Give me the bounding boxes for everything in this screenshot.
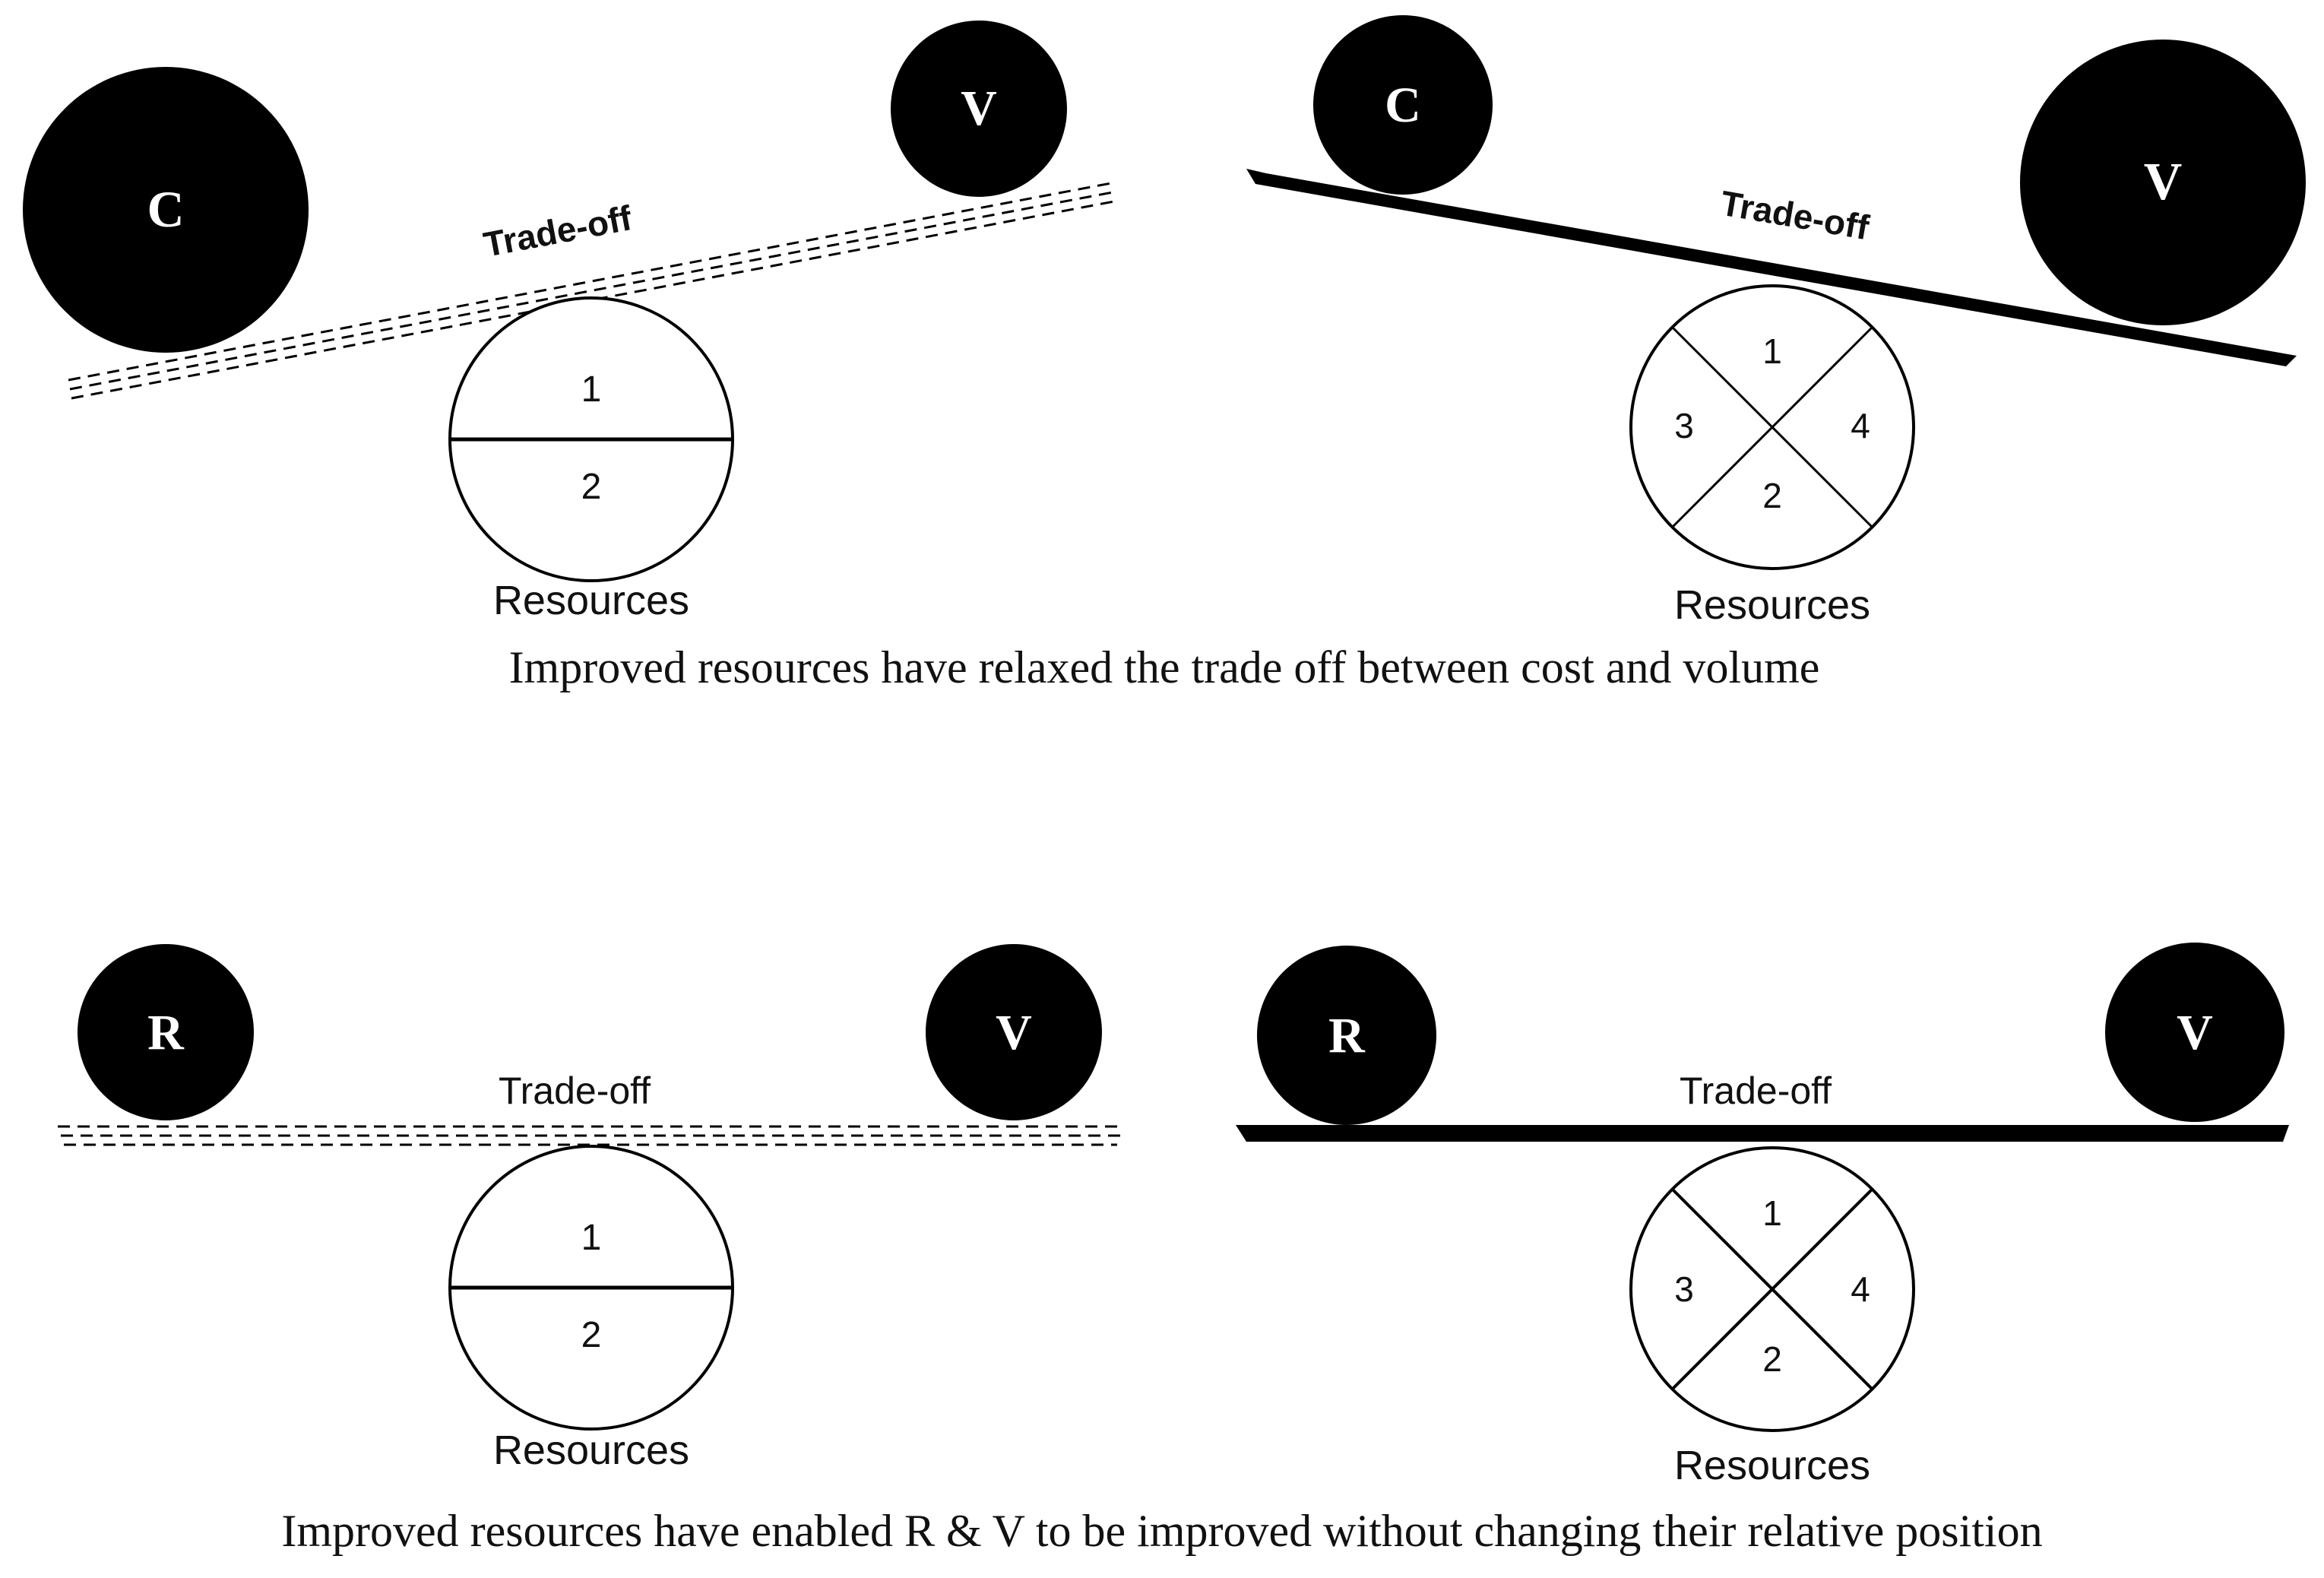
segment-1: 1 bbox=[1762, 331, 1782, 371]
ball-right-label: V bbox=[996, 1005, 1032, 1060]
ball-right-label: V bbox=[2177, 1005, 2213, 1060]
ball-right: V bbox=[891, 21, 1067, 197]
resources-label: Resources bbox=[493, 578, 689, 623]
ball-left: C bbox=[23, 67, 309, 353]
ball-left-label: C bbox=[1385, 78, 1421, 133]
panel-bottom-right: R V Trade-off 1 2 3 4 Resources bbox=[1236, 943, 2289, 1488]
ball-right: V bbox=[926, 944, 1102, 1120]
segment-2: 2 bbox=[581, 1315, 602, 1355]
ball-left: R bbox=[78, 944, 254, 1120]
ball-left: C bbox=[1313, 15, 1493, 195]
beam-solid bbox=[1236, 1125, 2289, 1142]
ball-right-label: V bbox=[961, 81, 997, 136]
segment-4: 4 bbox=[1851, 1269, 1870, 1309]
caption-top: Improved resources have relaxed the trad… bbox=[509, 642, 1820, 692]
segment-1: 1 bbox=[581, 1218, 602, 1258]
ball-right-label: V bbox=[2144, 153, 2183, 211]
resources-circle: 1 2 3 4 bbox=[1629, 284, 1915, 570]
ball-left-label: R bbox=[147, 1005, 185, 1060]
beam-label: Trade-off bbox=[499, 1069, 651, 1112]
segment-2: 2 bbox=[581, 467, 602, 507]
segment-1: 1 bbox=[581, 369, 602, 410]
ball-right: V bbox=[2020, 40, 2306, 325]
ball-left: R bbox=[1257, 946, 1436, 1125]
ball-left-label: C bbox=[147, 180, 184, 238]
resources-circle: 1 2 bbox=[448, 1145, 734, 1431]
ball-left-label: R bbox=[1328, 1008, 1366, 1063]
panel-top-right: C V Trade-off 1 2 3 4 Resources bbox=[1246, 15, 2306, 628]
segment-4: 4 bbox=[1851, 406, 1870, 445]
beam-solid bbox=[1246, 169, 2297, 366]
resources-label: Resources bbox=[1674, 1443, 1870, 1488]
resources-label: Resources bbox=[1674, 582, 1870, 628]
segment-3: 3 bbox=[1674, 406, 1694, 445]
caption-bottom: Improved resources have enabled R & V to… bbox=[281, 1506, 2042, 1556]
resources-label: Resources bbox=[493, 1427, 689, 1473]
beam-dashed bbox=[58, 1125, 1122, 1146]
segment-1: 1 bbox=[1762, 1193, 1782, 1233]
panel-bottom-left: R V Trade-off 1 2 Resources bbox=[58, 944, 1122, 1473]
beam-label: Trade-off bbox=[1680, 1069, 1832, 1112]
segment-2: 2 bbox=[1762, 476, 1782, 515]
resources-circle: 1 2 3 4 bbox=[1629, 1146, 1915, 1432]
beam-label: Trade-off bbox=[480, 198, 635, 265]
beam-label: Trade-off bbox=[1718, 183, 1872, 248]
segment-2: 2 bbox=[1762, 1339, 1782, 1379]
resources-circle: 1 2 bbox=[448, 296, 734, 582]
segment-3: 3 bbox=[1674, 1269, 1694, 1309]
ball-right: V bbox=[2105, 943, 2284, 1122]
panel-top-left: C V Trade-off 1 2 Resources bbox=[23, 21, 1115, 623]
